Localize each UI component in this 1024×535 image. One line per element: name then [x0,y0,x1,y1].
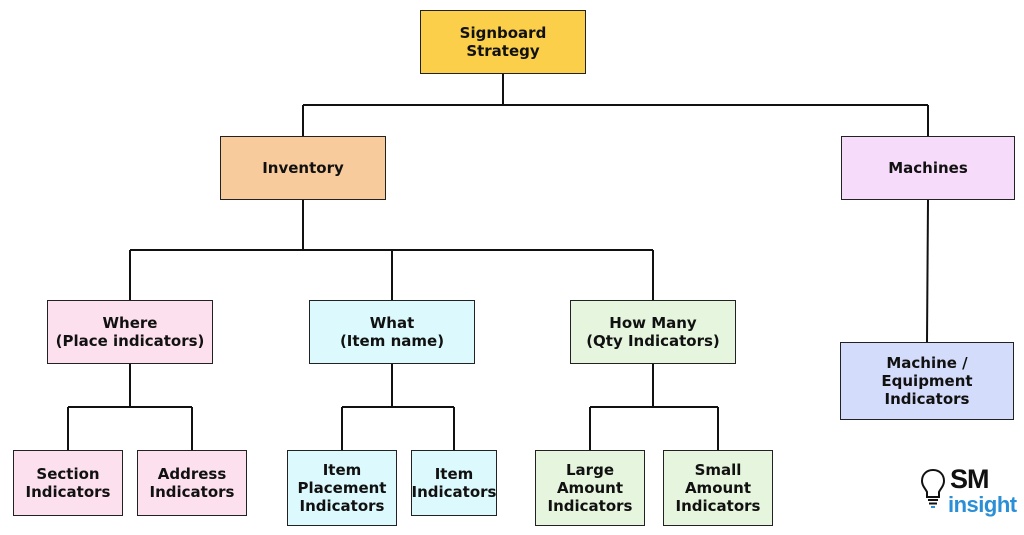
node-machines: Machines [841,136,1015,200]
node-small-amount-indicators: Small Amount Indicators [663,450,773,526]
node-address-indicators: Address Indicators [137,450,247,516]
logo-brand-text: SM [950,464,989,494]
logo-product-text: insight [948,492,1017,517]
node-inventory: Inventory [220,136,386,200]
sm-insight-logo: SM insight [920,462,1017,524]
node-item-indicators: Item Indicators [411,450,497,516]
node-where: Where (Place indicators) [47,300,213,364]
node-signboard-strategy: Signboard Strategy [420,10,586,74]
node-large-amount-indicators: Large Amount Indicators [535,450,645,526]
node-what: What (Item name) [309,300,475,364]
node-how-many: How Many (Qty Indicators) [570,300,736,364]
node-section-indicators: Section Indicators [13,450,123,516]
edge-machines-9 [926,199,929,343]
node-machine-equipment-indicators: Machine / Equipment Indicators [840,342,1014,420]
node-item-placement-indicators: Item Placement Indicators [287,450,397,526]
lightbulb-icon [920,468,946,508]
